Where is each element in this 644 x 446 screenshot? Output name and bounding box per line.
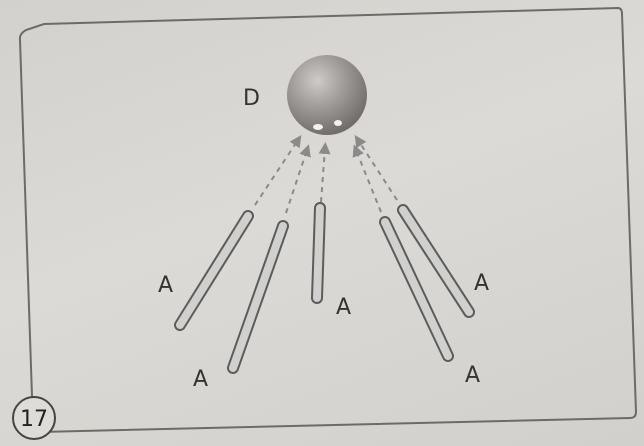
page-number-badge: 17 — [13, 397, 55, 439]
rod-5 — [403, 210, 469, 312]
rod-3 — [317, 208, 320, 298]
arrow-2 — [286, 150, 307, 213]
sphere-highlight-left — [313, 124, 323, 130]
arrow-5 — [358, 140, 397, 200]
rod-label-5: A — [474, 271, 489, 296]
rod-label-1: A — [158, 273, 173, 298]
rod-label-4: A — [465, 363, 480, 388]
arrow-4 — [356, 150, 381, 212]
arrow-3 — [321, 148, 325, 202]
rod-4 — [385, 222, 448, 356]
sphere — [287, 55, 367, 135]
rod-label-3: A — [336, 295, 351, 320]
dashed-arrows — [255, 140, 397, 213]
sphere-highlight-right — [334, 120, 342, 126]
arrow-1 — [255, 140, 298, 205]
rod-1 — [180, 216, 248, 325]
sphere-label: D — [243, 86, 260, 111]
page-number: 17 — [20, 407, 48, 432]
rods — [180, 208, 469, 368]
rod-2 — [233, 226, 283, 368]
rod-label-2: A — [193, 367, 208, 392]
